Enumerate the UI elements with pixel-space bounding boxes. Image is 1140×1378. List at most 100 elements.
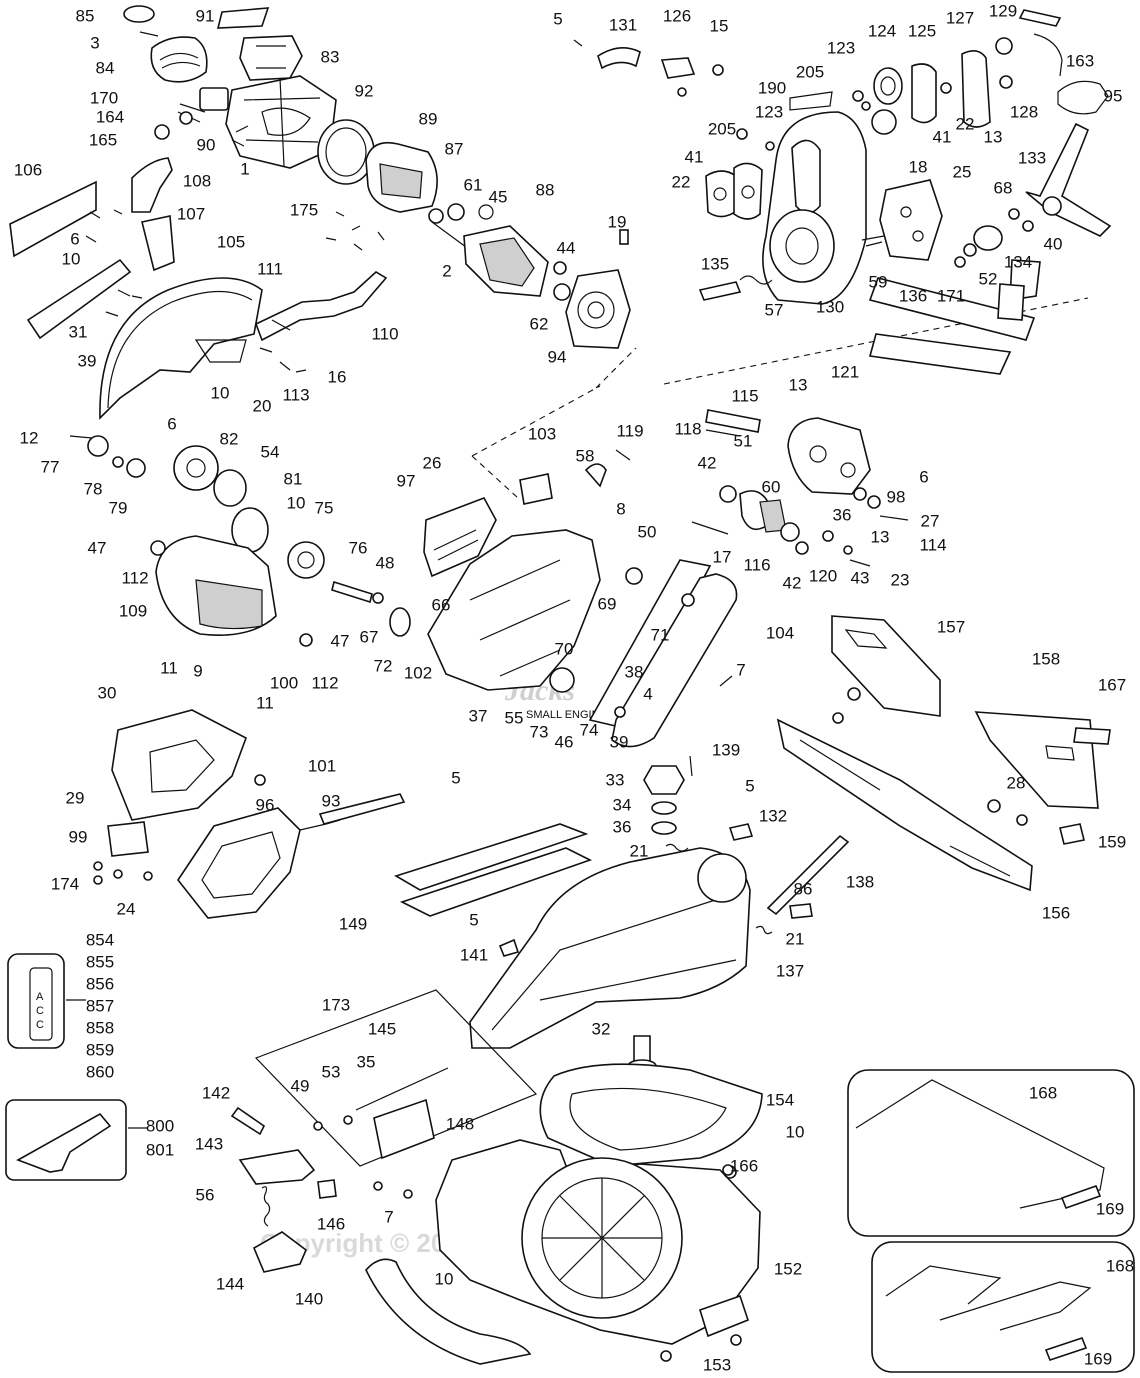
callout-134: 134 bbox=[1004, 252, 1032, 271]
callout-12: 12 bbox=[20, 428, 39, 447]
part-93-cable bbox=[318, 793, 406, 825]
callout-168: 168 bbox=[1106, 1256, 1134, 1275]
callout-113: 113 bbox=[282, 385, 309, 404]
callout-36: 36 bbox=[613, 817, 632, 836]
part-101-trunnion bbox=[177, 807, 301, 919]
callout-1: 1 bbox=[240, 159, 249, 178]
callout-85: 85 bbox=[76, 6, 95, 25]
callout-121: 121 bbox=[831, 362, 859, 381]
callout-153: 153 bbox=[703, 1355, 731, 1374]
callout-77: 77 bbox=[41, 457, 60, 476]
part-13-rail-bracket bbox=[787, 417, 871, 495]
callout-32: 32 bbox=[592, 1019, 611, 1038]
part-104-belt-cover bbox=[611, 573, 738, 748]
part-148-block bbox=[373, 1098, 435, 1160]
callout-92: 92 bbox=[355, 81, 374, 100]
part-133-knob bbox=[1025, 122, 1112, 237]
callout-168: 168 bbox=[1029, 1083, 1057, 1102]
callout-5: 5 bbox=[451, 768, 460, 787]
part-134-bracket bbox=[973, 225, 1003, 251]
callout-10: 10 bbox=[211, 383, 230, 402]
callout-5: 5 bbox=[745, 776, 754, 795]
callout-67: 67 bbox=[360, 627, 379, 646]
part-115-pin bbox=[705, 409, 761, 433]
callout-87: 87 bbox=[445, 139, 464, 158]
callout-22: 22 bbox=[956, 114, 975, 133]
callout-82: 82 bbox=[220, 429, 239, 448]
callout-169: 169 bbox=[1096, 1199, 1124, 1218]
callout-145: 145 bbox=[368, 1019, 396, 1038]
part-17-screw bbox=[691, 521, 729, 535]
callout-140: 140 bbox=[295, 1289, 323, 1308]
callout-74: 74 bbox=[580, 720, 599, 739]
callout-175: 175 bbox=[290, 200, 318, 219]
callout-94: 94 bbox=[548, 347, 567, 366]
callout-131: 131 bbox=[609, 15, 637, 34]
part-168-box-lower bbox=[871, 1241, 1135, 1373]
callout-21: 21 bbox=[786, 929, 805, 948]
callout-157: 157 bbox=[937, 617, 965, 636]
callout-174: 174 bbox=[51, 874, 79, 893]
part-59-spring bbox=[861, 235, 885, 247]
callout-173: 173 bbox=[322, 995, 350, 1014]
part-54-ring bbox=[213, 469, 247, 507]
part-159-knob bbox=[1059, 823, 1085, 845]
callout-23: 23 bbox=[891, 570, 910, 589]
callout-57: 57 bbox=[765, 300, 784, 319]
callout-123: 123 bbox=[755, 102, 783, 121]
callout-4: 4 bbox=[643, 684, 652, 703]
part-19-bushing bbox=[619, 229, 629, 245]
part-94-end-bell bbox=[565, 269, 631, 349]
callout-93: 93 bbox=[322, 791, 341, 810]
part-56-spring bbox=[261, 1186, 271, 1227]
callout-27: 27 bbox=[921, 511, 940, 530]
part-154-ring bbox=[539, 1063, 763, 1167]
callout-45: 45 bbox=[489, 187, 508, 206]
callout-171: 171 bbox=[937, 286, 965, 305]
callout-59: 59 bbox=[869, 272, 888, 291]
callout-18: 18 bbox=[909, 157, 928, 176]
callout-110: 110 bbox=[371, 324, 398, 343]
callout-60: 60 bbox=[762, 477, 781, 496]
part-156-base-fence bbox=[776, 718, 1033, 892]
part-140-scale bbox=[365, 1258, 532, 1365]
callout-104: 104 bbox=[766, 623, 794, 642]
callout-72: 72 bbox=[374, 656, 393, 675]
callout-61: 61 bbox=[464, 175, 483, 194]
callout-98: 98 bbox=[887, 487, 906, 506]
callout-47: 47 bbox=[331, 631, 350, 650]
callout-6: 6 bbox=[167, 414, 176, 433]
callout-25: 25 bbox=[953, 162, 972, 181]
callout-83: 83 bbox=[321, 47, 340, 66]
callout-123: 123 bbox=[827, 38, 855, 57]
callout-13: 13 bbox=[871, 527, 890, 546]
callout-90: 90 bbox=[197, 135, 216, 154]
callout-91: 91 bbox=[196, 6, 215, 25]
callout-58: 58 bbox=[576, 446, 595, 465]
callout-5: 5 bbox=[469, 910, 478, 929]
callout-10: 10 bbox=[62, 249, 81, 268]
callout-50: 50 bbox=[638, 522, 657, 541]
part-125-plate bbox=[911, 63, 937, 124]
callout-2: 2 bbox=[442, 261, 451, 280]
svg-text:C: C bbox=[36, 1005, 44, 1017]
callout-15: 15 bbox=[710, 16, 729, 35]
callout-149: 149 bbox=[339, 914, 367, 933]
callout-107: 107 bbox=[177, 204, 205, 223]
callout-859: 859 bbox=[86, 1040, 114, 1059]
part-108-dust-elbow bbox=[131, 157, 173, 213]
callout-13: 13 bbox=[789, 375, 808, 394]
callout-116: 116 bbox=[743, 555, 770, 574]
part-3-screw bbox=[139, 31, 159, 37]
callout-108: 108 bbox=[183, 171, 211, 190]
guide-line-motor bbox=[471, 347, 637, 499]
part-127-bracket bbox=[961, 50, 991, 128]
callout-48: 48 bbox=[376, 553, 395, 572]
callout-165: 165 bbox=[89, 130, 117, 149]
part-110-lever bbox=[254, 271, 388, 342]
callout-138: 138 bbox=[846, 872, 874, 891]
callout-97: 97 bbox=[397, 471, 416, 490]
callout-71: 71 bbox=[651, 625, 670, 644]
callout-105: 105 bbox=[217, 232, 245, 251]
part-32-bolt bbox=[633, 1035, 651, 1063]
